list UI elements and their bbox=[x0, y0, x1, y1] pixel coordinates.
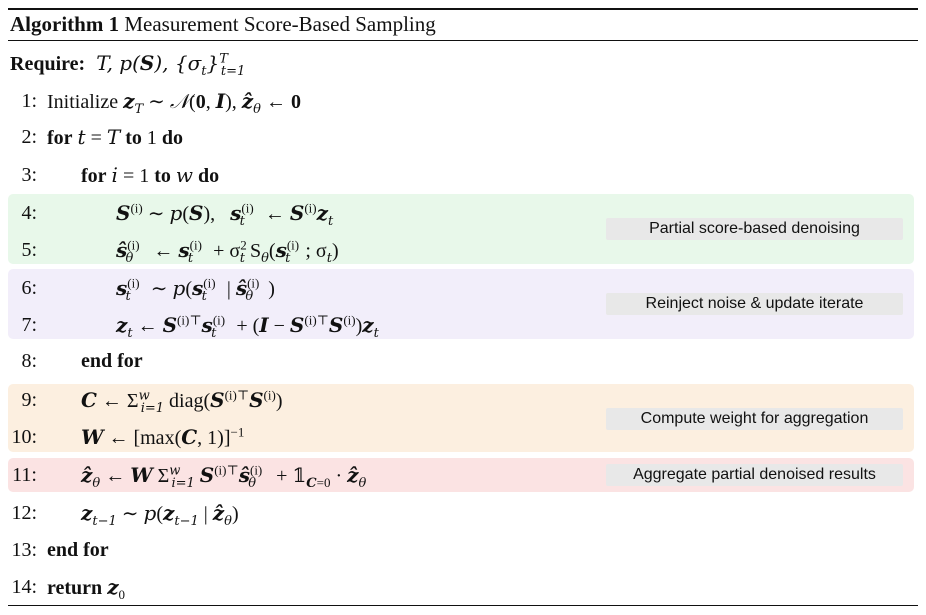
line-number: 2: bbox=[21, 126, 37, 148]
tag-partial-denoising: Partial score-based denoising bbox=[606, 218, 903, 240]
algorithm-label: Algorithm 1 bbox=[10, 12, 120, 36]
line-number: 3: bbox=[21, 164, 37, 186]
header-rule bbox=[8, 40, 918, 41]
bottom-rule bbox=[8, 605, 918, 606]
algo-line-8: 8: end for bbox=[0, 346, 926, 376]
line-number: 12: bbox=[11, 502, 37, 524]
line-content: W ← [max(C, 1)]−1 bbox=[81, 424, 245, 449]
line-content: end for bbox=[47, 539, 109, 561]
line-content: end for bbox=[81, 350, 143, 372]
line-number: 13: bbox=[11, 539, 37, 561]
algo-line-12: 12: zt−1 ∼ p(zt−1 | ẑθ) bbox=[0, 498, 926, 528]
line-content: ŝ(i)θ ← s(i)t + σ2t Sθ(s(i)t ; σt) bbox=[116, 237, 339, 266]
algo-line-1: 1: Initialize zT ∼ 𝒩(0, I), ẑθ ← 0 bbox=[0, 86, 926, 116]
tag-reinject-noise: Reinject noise & update iterate bbox=[606, 293, 903, 315]
algo-line-7: 7: zt ← S(i)⊤s(i)t + (I − S(i)⊤S(i))zt bbox=[0, 310, 926, 340]
top-rule bbox=[8, 8, 918, 10]
algo-line-10: 10: W ← [max(C, 1)]−1 bbox=[0, 422, 926, 452]
line-number: 9: bbox=[21, 389, 37, 411]
algo-line-2: 2: for t = T to 1 do bbox=[0, 122, 926, 152]
tag-aggregate: Aggregate partial denoised results bbox=[606, 464, 903, 486]
line-content: return z0 bbox=[47, 575, 126, 602]
line-content: s(i)t ∼ p(s(i)t | ŝ(i)θ ) bbox=[116, 275, 275, 304]
line-number: 10: bbox=[11, 426, 37, 448]
algo-line-13: 13: end for bbox=[0, 535, 926, 565]
line-number: 1: bbox=[21, 90, 37, 112]
line-number: 14: bbox=[11, 576, 37, 598]
algo-line-14: 14: return z0 bbox=[0, 572, 926, 602]
line-content: Initialize zT ∼ 𝒩(0, I), ẑθ ← 0 bbox=[47, 89, 301, 117]
line-number: 8: bbox=[21, 350, 37, 372]
algo-line-11: 11: ẑθ ← W Σwi=1 S(i)⊤ŝ(i)θ + 𝟙C=0 · ẑθ bbox=[0, 460, 926, 490]
algo-line-3: 3: for i = 1 to w do bbox=[0, 160, 926, 190]
line-content: C ← Σwi=1 diag(S(i)⊤S(i)) bbox=[81, 387, 283, 416]
line-content: zt ← S(i)⊤s(i)t + (I − S(i)⊤S(i))zt bbox=[116, 312, 379, 341]
line-content: for t = T to 1 do bbox=[47, 125, 184, 149]
line-number: 6: bbox=[21, 277, 37, 299]
algo-line-4: 4: S(i) ∼ p(S), s(i)t ← S(i)zt bbox=[0, 198, 926, 228]
line-content: for i = 1 to w do bbox=[81, 163, 220, 187]
tag-compute-weight: Compute weight for aggregation bbox=[606, 408, 903, 430]
require-label: Require: bbox=[10, 53, 86, 75]
algo-line-5: 5: ŝ(i)θ ← s(i)t + σ2t Sθ(s(i)t ; σt) bbox=[0, 235, 926, 265]
algo-line-6: 6: s(i)t ∼ p(s(i)t | ŝ(i)θ ) bbox=[0, 273, 926, 303]
line-content: S(i) ∼ p(S), s(i)t ← S(i)zt bbox=[116, 200, 334, 229]
line-number: 4: bbox=[21, 202, 37, 224]
line-number: 7: bbox=[21, 314, 37, 336]
algo-line-9: 9: C ← Σwi=1 diag(S(i)⊤S(i)) bbox=[0, 385, 926, 415]
require-line: Require: T, p(S), {σt}Tt=1 bbox=[10, 48, 245, 78]
line-content: ẑθ ← W Σwi=1 S(i)⊤ŝ(i)θ + 𝟙C=0 · ẑθ bbox=[81, 462, 367, 491]
require-params: T, p(S), {σt}Tt=1 bbox=[96, 51, 246, 79]
line-number: 5: bbox=[21, 239, 37, 261]
algorithm-title: Algorithm 1 Measurement Score-Based Samp… bbox=[10, 12, 436, 36]
algorithm-name: Measurement Score-Based Sampling bbox=[124, 12, 436, 36]
line-number: 11: bbox=[12, 464, 37, 486]
line-content: zt−1 ∼ p(zt−1 | ẑθ) bbox=[81, 501, 239, 529]
